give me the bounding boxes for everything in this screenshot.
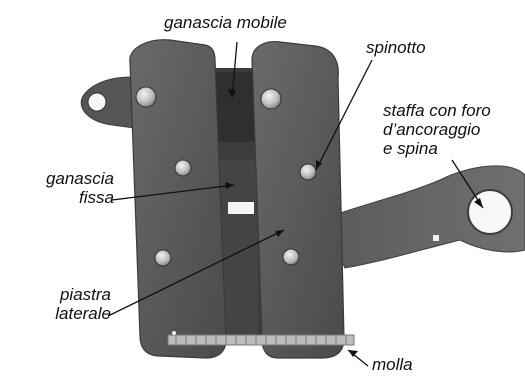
label-molla: molla — [372, 355, 413, 374]
bolt-left-mid — [175, 160, 191, 176]
label-piastra-laterale: piastra laterale — [55, 285, 111, 323]
bolt-left-low — [155, 250, 171, 266]
jaw-window — [228, 202, 254, 214]
bracket-small-slot — [433, 235, 439, 241]
bolt-right-top — [261, 89, 281, 109]
label-ganascia-fissa: ganascia fissa — [46, 169, 114, 207]
bolt-right-low — [283, 249, 299, 265]
label-ganascia-mobile: ganascia mobile — [164, 13, 287, 32]
bolt-left-top — [136, 87, 156, 107]
label-spinotto: spinotto — [366, 38, 426, 57]
small-hole-left — [172, 331, 176, 335]
label-staffa: staffa con foro d’ancoraggio e spina — [383, 101, 491, 158]
right-side-plate — [252, 42, 344, 358]
left-ear-hole — [88, 93, 106, 111]
anchor-hole — [468, 190, 512, 234]
bolt-right-mid — [300, 164, 316, 180]
